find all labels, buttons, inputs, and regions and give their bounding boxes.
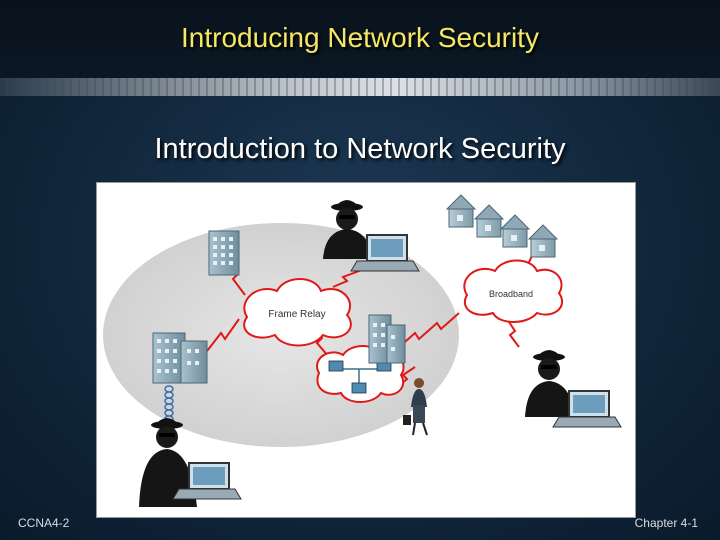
headquarters-building-icon: [152, 332, 208, 384]
branch-building-icon: [368, 314, 406, 364]
frame-relay-cloud: Frame Relay: [243, 278, 352, 347]
title-bar: [0, 0, 720, 78]
workstation-icon: [328, 360, 344, 372]
link-building-to-frame-relay-2: [206, 318, 240, 352]
wireless-link-icon: [164, 385, 174, 423]
hacker-icon: [139, 418, 242, 507]
office-building-icon: [208, 230, 240, 276]
laptop-icon: [172, 462, 242, 500]
briefcase-icon: [403, 415, 411, 425]
hacker-icon: [323, 200, 420, 272]
home-offices-icon: [445, 194, 559, 258]
frame-relay-label: Frame Relay: [268, 309, 325, 320]
footer-course-label: CCNA4-2: [18, 516, 70, 530]
decorative-rule: [0, 78, 720, 96]
mobile-user-icon: [403, 378, 428, 436]
broadband-cloud: Broadband: [463, 259, 564, 323]
link-lan-to-broadband: [396, 312, 460, 350]
footer-chapter-label: Chapter 4-1: [634, 516, 698, 530]
hacker-icon: [525, 350, 622, 428]
slide-subtitle: Introduction to Network Security: [154, 133, 566, 165]
link-broadband-to-hacker: [506, 318, 520, 348]
laptop-icon: [552, 390, 622, 428]
slide-title: Introducing Network Security: [181, 22, 539, 53]
workstation-icon: [351, 382, 367, 394]
network-security-diagram: Frame Relay Broadband: [96, 182, 636, 518]
broadband-label: Broadband: [489, 289, 533, 299]
laptop-icon: [350, 234, 420, 272]
diagram-canvas: Frame Relay Broadband: [103, 194, 622, 507]
